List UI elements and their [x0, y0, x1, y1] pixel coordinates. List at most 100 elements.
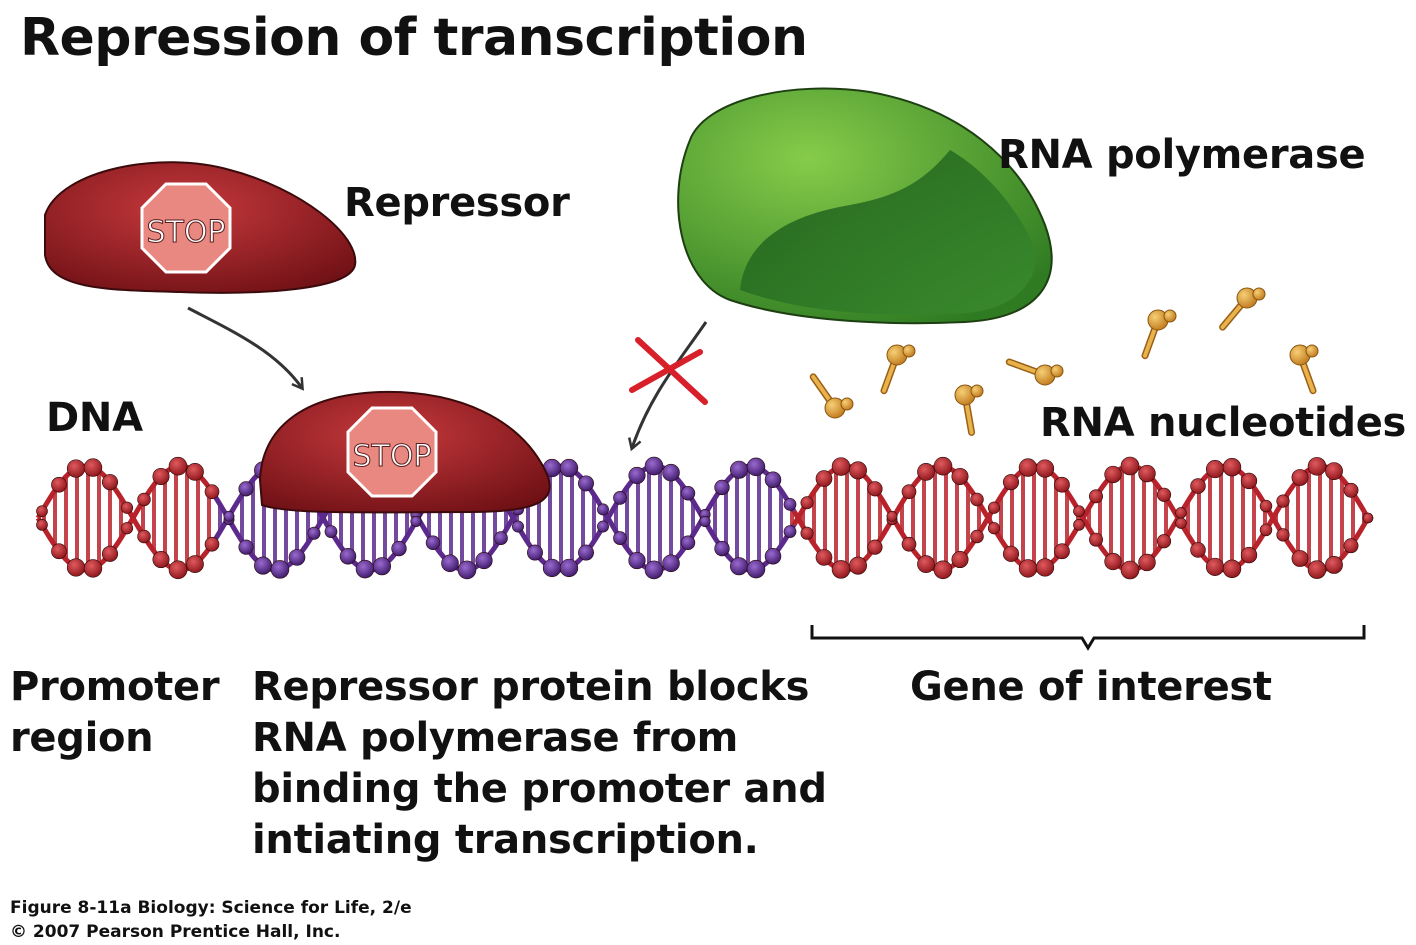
- dna-backbone-bead: [51, 476, 67, 493]
- dna-backbone-bead: [867, 481, 883, 497]
- dna-backbone-bead: [1089, 489, 1103, 504]
- dna-backbone-bead: [1073, 505, 1085, 517]
- dna-backbone-bead: [1259, 523, 1273, 537]
- figure-caption: Figure 8-11a Biology: Science for Life, …: [10, 896, 412, 944]
- promoter-region-line: Promoter: [10, 664, 220, 710]
- dna-backbone-bead: [186, 555, 204, 573]
- dna-backbone-bead: [578, 544, 594, 561]
- rna-nucleotide: [1005, 358, 1064, 386]
- dna-backbone-bead: [238, 539, 254, 555]
- dna-backbone-bead: [441, 554, 459, 573]
- dna-backbone-bead: [1138, 553, 1156, 572]
- dna-backbone-bead: [800, 526, 814, 540]
- dna-backbone-bead: [987, 501, 1001, 514]
- dna-backbone-bead: [1259, 499, 1273, 513]
- dna-backbone-bead: [1276, 494, 1290, 508]
- dna-backbone-bead: [970, 492, 984, 507]
- dna-backbone-bead: [901, 536, 917, 552]
- dna-backbone-bead: [644, 456, 664, 476]
- dna-backbone-bead: [410, 515, 422, 528]
- dna-backbone-bead: [628, 551, 646, 570]
- dna-backbone-bead: [120, 522, 134, 535]
- dna-backbone-bead: [168, 560, 188, 580]
- dna-backbone-bead: [1291, 550, 1309, 567]
- dna-backbone-bead: [1054, 476, 1070, 493]
- dna-backbone-bead: [204, 536, 220, 552]
- dna-backbone-bead: [1362, 512, 1374, 524]
- dna-backbone-bead: [559, 558, 579, 578]
- dna-backbone-bead: [729, 460, 749, 479]
- dna-backbone-bead: [662, 463, 680, 482]
- dna-backbone-bead: [1190, 478, 1206, 494]
- dna-backbone-bead: [1018, 458, 1038, 477]
- caption-line: Figure 8-11a Biology: Science for Life, …: [10, 898, 412, 918]
- dna-backbone-bead: [527, 544, 543, 561]
- dna-backbone-bead: [764, 471, 782, 488]
- dna-backbone-bead: [101, 545, 119, 562]
- dna-backbone-bead: [1089, 532, 1103, 547]
- dna-backbone-bead: [51, 543, 67, 560]
- dna-backbone-bead: [1138, 464, 1156, 483]
- dna-backbone-bead: [101, 474, 119, 491]
- dna-backbone-bead: [152, 467, 170, 485]
- dna-backbone-bead: [729, 557, 749, 576]
- dna-backbone-bead: [36, 519, 48, 531]
- dna-backbone-bead: [901, 484, 917, 500]
- rna-nucleotide: [1219, 287, 1266, 331]
- dna-backbone-bead: [254, 556, 272, 575]
- dna-backbone-bead: [1307, 457, 1327, 476]
- dna-backbone-bead: [475, 551, 493, 570]
- dna-backbone-bead: [1002, 474, 1020, 491]
- dna-backbone-bead: [307, 526, 321, 540]
- dna-backbone-bead: [680, 486, 696, 501]
- dna-backbone-bead: [152, 551, 170, 569]
- repressor-protein-free: STOP: [44, 161, 357, 294]
- stop-sign-icon: [140, 182, 232, 274]
- rna-nucleotide: [880, 344, 916, 395]
- binding-arrow: [187, 306, 302, 388]
- rna-nucleotide: [954, 384, 984, 436]
- dna-backbone-bead: [425, 535, 441, 550]
- dna-backbone-bead: [578, 475, 594, 492]
- dna-backbone-bead: [933, 456, 953, 476]
- dna-backbone-bead: [831, 457, 851, 476]
- stop-sign-icon: [346, 406, 438, 498]
- dna-backbone-bead: [951, 551, 969, 569]
- dna-backbone-bead: [83, 559, 103, 578]
- dna-backbone-bead: [783, 498, 797, 511]
- stop-sign-text: STOP: [352, 439, 431, 474]
- dna-backbone-bead: [764, 548, 782, 565]
- dna-backbone-bead: [783, 525, 797, 538]
- dna-backbone-bead: [597, 520, 609, 533]
- dna-backbone-bead: [1343, 538, 1359, 554]
- dna-backbone-bead: [391, 540, 407, 557]
- dna-backbone-bead: [746, 559, 766, 579]
- dna-backbone-bead: [800, 496, 814, 510]
- dna-backbone-bead: [815, 470, 833, 487]
- rna-nucleotide: [1141, 309, 1177, 360]
- dna-backbone-bead: [1073, 519, 1085, 531]
- dna-backbone-bead: [849, 556, 867, 575]
- repressor-protein-bound: STOP: [258, 390, 551, 514]
- dna-backbone-bead: [1325, 462, 1343, 481]
- dna-backbone-bead: [951, 467, 969, 485]
- dna-backbone-bead: [1156, 534, 1172, 549]
- dna-backbone-bead: [494, 531, 508, 545]
- gene-brace: [810, 625, 1366, 651]
- repressor-label: Repressor: [344, 180, 570, 226]
- dna-backbone-bead: [831, 560, 851, 579]
- dna-backbone-bead: [970, 529, 984, 544]
- dna-backbone-bead: [137, 529, 151, 544]
- dna-backbone-bead: [355, 559, 375, 579]
- dna-backbone-bead: [933, 560, 953, 580]
- dna-backbone-bead: [512, 520, 524, 533]
- dna-backbone-bead: [1120, 560, 1140, 580]
- rna-nucleotides-label: RNA nucleotides: [1040, 400, 1407, 446]
- promoter-region-line: region: [10, 715, 154, 761]
- dna-backbone-bead: [1205, 460, 1225, 479]
- dna-backbone-bead: [66, 459, 86, 478]
- dna-backbone-bead: [1205, 557, 1225, 576]
- dna-backbone-bead: [372, 557, 392, 576]
- dna-backbone-bead: [1175, 517, 1187, 529]
- description-line: Repressor protein blocks: [252, 664, 810, 710]
